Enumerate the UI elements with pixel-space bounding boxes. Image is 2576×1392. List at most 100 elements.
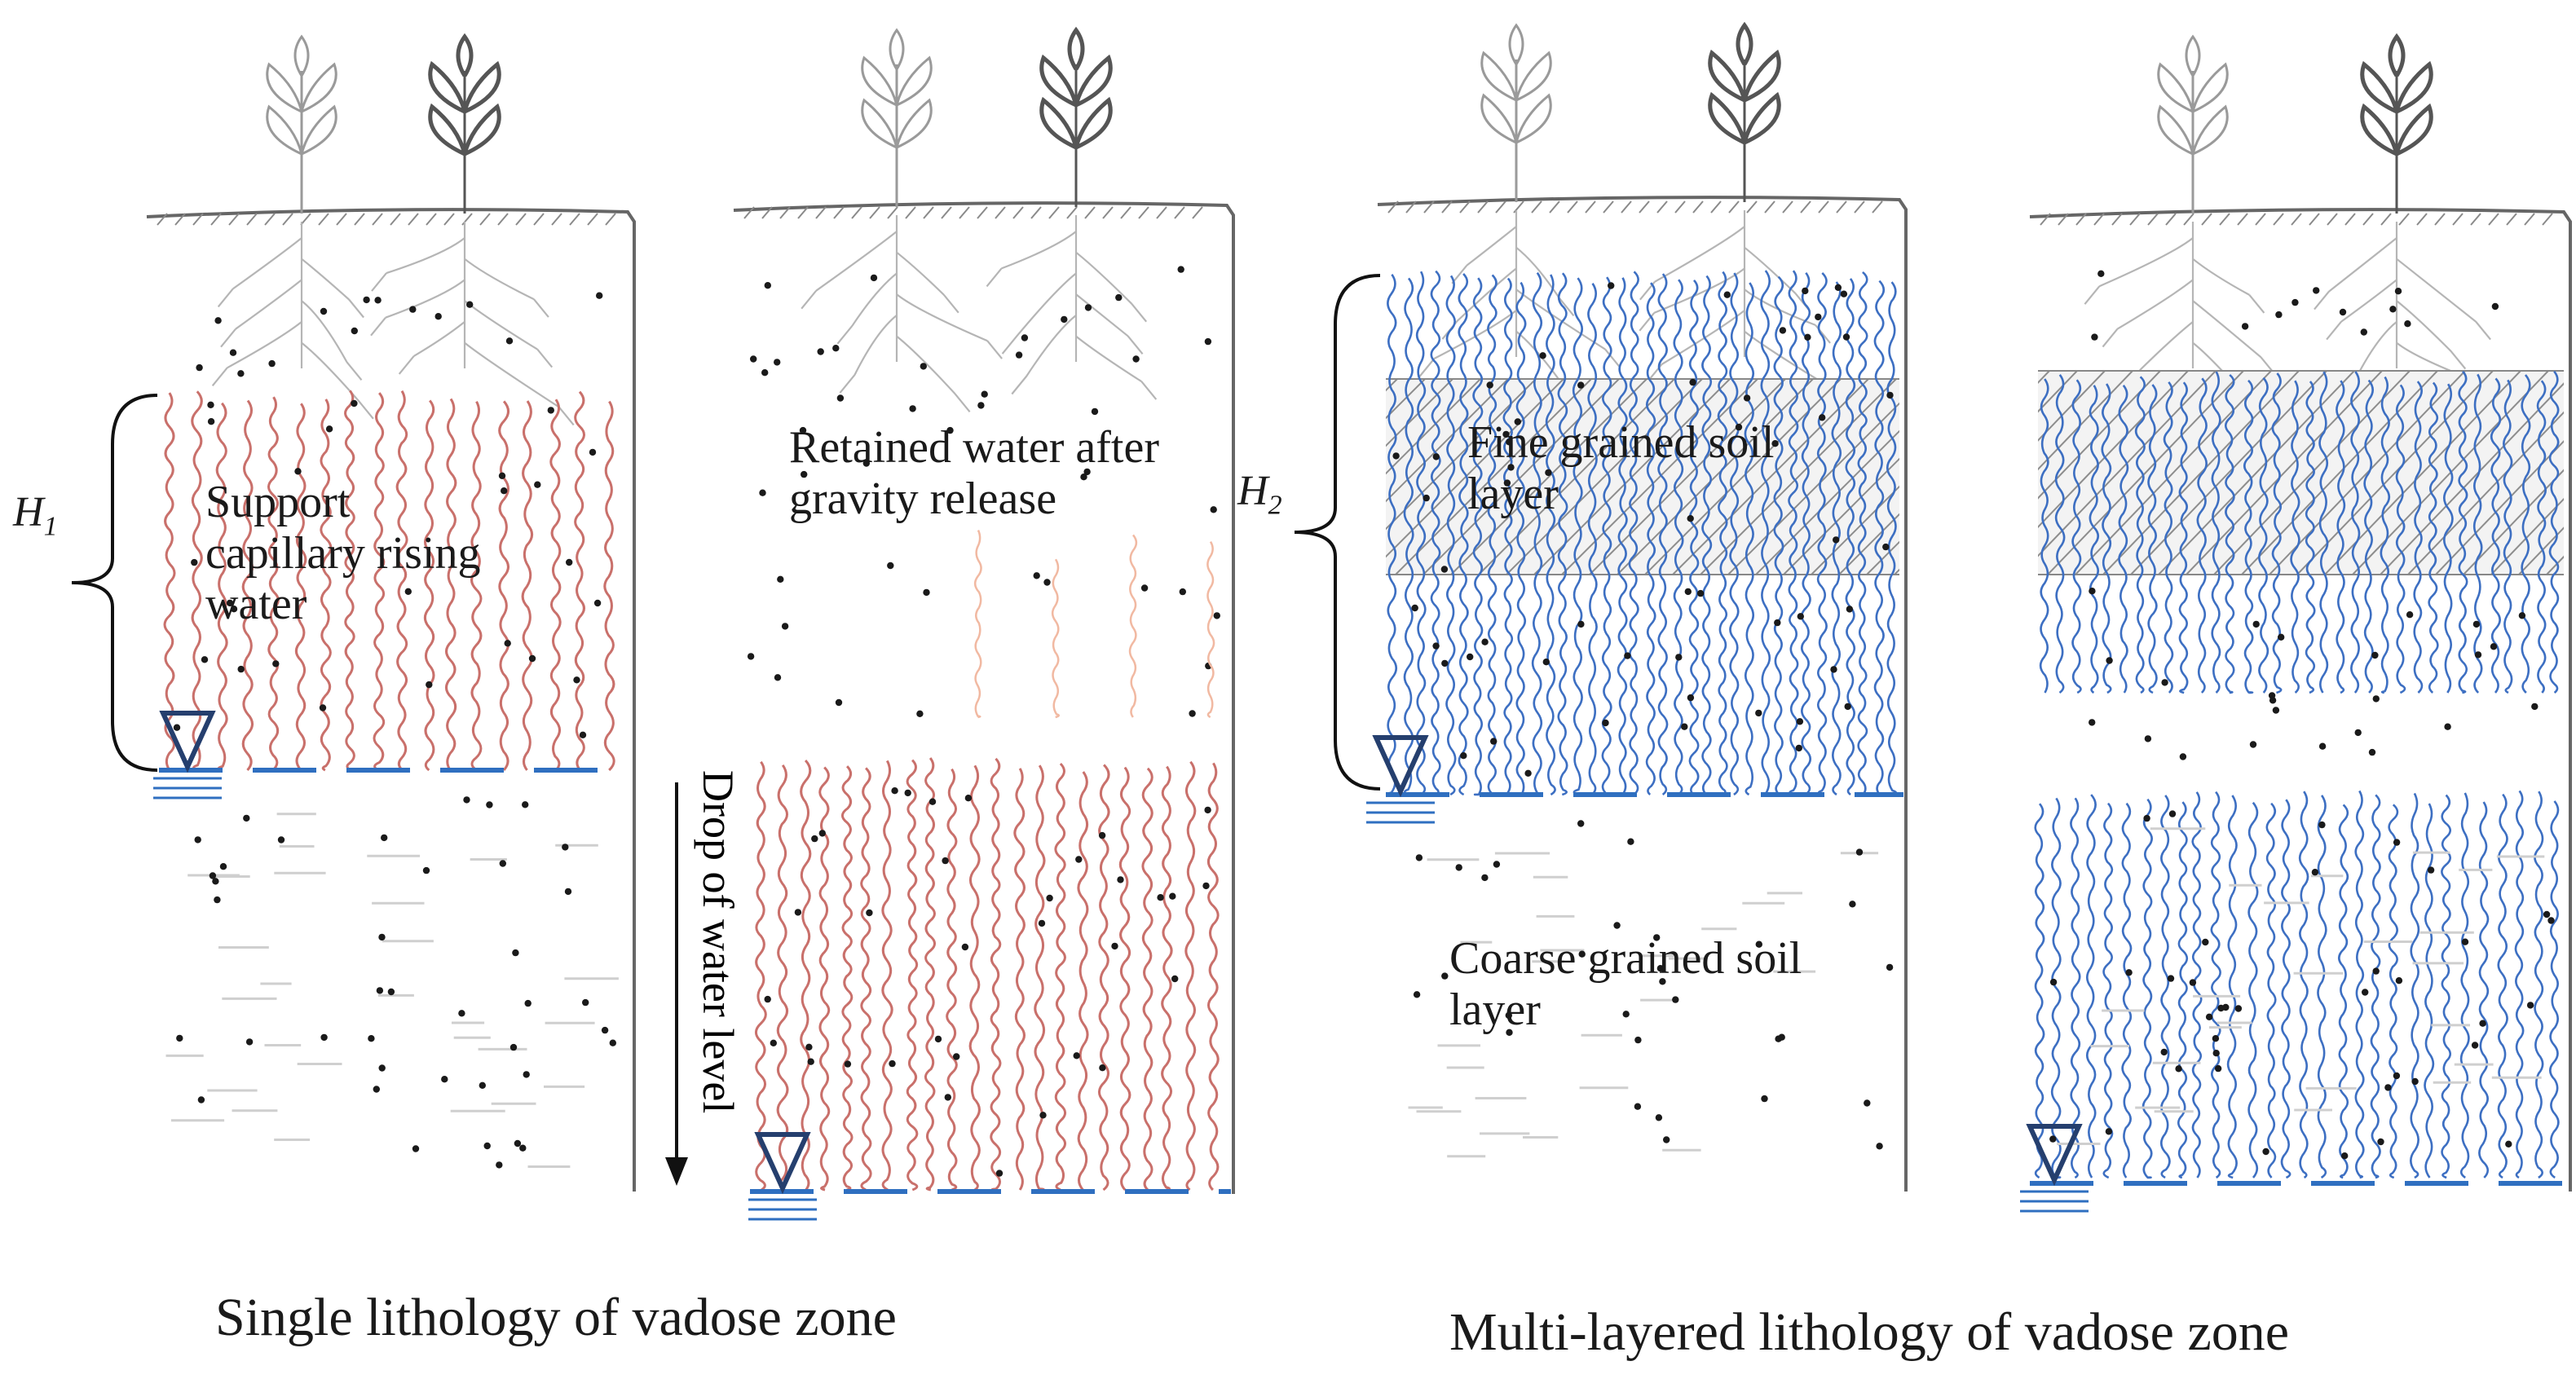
soil-particle xyxy=(1111,942,1118,950)
soil-particle xyxy=(1481,638,1489,645)
ground-hatch xyxy=(372,213,383,226)
leaf-left xyxy=(1708,49,1747,103)
capillary-line xyxy=(1557,272,1568,796)
capillary-line xyxy=(840,765,854,1192)
capillary-line xyxy=(2395,384,2406,694)
capillary-line xyxy=(2085,794,2097,1178)
soil-particle xyxy=(566,558,573,566)
leaf-right xyxy=(1074,54,1113,108)
soil-particle xyxy=(504,640,511,647)
soil-particle xyxy=(1213,612,1221,619)
capillary-line xyxy=(344,390,355,772)
capillary-line xyxy=(267,396,280,772)
water-table-triangle-icon xyxy=(1372,735,1429,798)
ground-hatch xyxy=(2219,213,2230,226)
soil-particle xyxy=(1689,378,1696,386)
soil-particle xyxy=(197,1096,205,1103)
soil-particle xyxy=(1115,293,1123,302)
ground-hatch xyxy=(1477,200,1489,214)
capillary-line xyxy=(2336,380,2346,694)
soil-particle xyxy=(1505,1011,1513,1020)
soil-particle xyxy=(229,349,237,356)
soil-particle xyxy=(2189,979,2197,986)
capillary-line xyxy=(2338,804,2349,1179)
ground-hatch xyxy=(1423,200,1435,214)
soil-particle xyxy=(1140,584,1149,592)
hatch-line xyxy=(2269,371,2466,575)
capillary-line xyxy=(2459,792,2470,1179)
soil-particle xyxy=(2543,910,2551,918)
soil-particle xyxy=(564,888,572,896)
hatch-line xyxy=(2296,371,2494,575)
capillary-line xyxy=(2142,798,2153,1179)
capillary-line xyxy=(1617,277,1628,796)
soil-particle xyxy=(1432,642,1440,650)
soil-particle xyxy=(486,801,493,808)
soil-particle xyxy=(1204,806,1211,814)
capillary-line xyxy=(2490,377,2502,694)
leaf-left xyxy=(1480,93,1518,144)
capillary-line xyxy=(1572,277,1584,796)
hatch-line xyxy=(1386,379,1453,447)
capillary-line xyxy=(1857,271,1868,795)
soil-particle xyxy=(2234,1005,2243,1012)
soil-particle xyxy=(1169,892,1176,900)
soil-particle xyxy=(325,425,333,433)
soil-particle xyxy=(2372,967,2380,975)
soil-particle xyxy=(209,872,217,879)
soil-particle xyxy=(483,1142,491,1150)
soil-particle xyxy=(1039,1112,1047,1119)
ground-hatch xyxy=(851,206,862,219)
ground-hatch xyxy=(533,213,545,226)
h2-subscript: 2 xyxy=(1268,490,1282,521)
ground-hatch xyxy=(797,206,809,219)
hatch-line xyxy=(1561,379,1758,575)
soil-particle xyxy=(923,588,930,597)
h2-label: H2 xyxy=(1237,468,1282,521)
capillary-line xyxy=(1587,283,1598,795)
soil-particle xyxy=(2411,1077,2419,1086)
capillary-line xyxy=(1873,280,1886,795)
soil-particle xyxy=(2393,839,2401,846)
hatch-line xyxy=(2038,371,2133,471)
capillary-line xyxy=(2514,790,2525,1179)
soil-particle xyxy=(2179,753,2187,760)
soil-particle xyxy=(747,653,755,660)
capillary-line xyxy=(2163,381,2174,694)
ground-hatch xyxy=(2380,213,2392,226)
leaf-left xyxy=(2360,103,2399,156)
soil-particle xyxy=(409,306,417,313)
leaf-right xyxy=(1074,96,1113,150)
soil-particle xyxy=(862,460,871,467)
ground-surface xyxy=(733,201,1235,1194)
leaf-right xyxy=(1742,49,1781,103)
capillary-line xyxy=(2147,384,2158,694)
ground-hatch xyxy=(1639,200,1650,214)
soil-particle xyxy=(1539,352,1546,359)
ground-hatch xyxy=(1513,200,1524,214)
panel-multi-layer-shallow xyxy=(1294,21,1908,1192)
capillary-line xyxy=(2196,377,2208,694)
leaf-left xyxy=(266,104,303,156)
ground-hatch xyxy=(905,206,916,219)
capillary-line xyxy=(2226,795,2238,1179)
ground-hatch xyxy=(2416,213,2428,226)
soil-particle xyxy=(807,1058,814,1065)
leaf-right xyxy=(1515,93,1552,144)
soil-particle xyxy=(422,866,430,874)
soil-particle xyxy=(1441,972,1449,980)
ground-hatch xyxy=(1692,200,1704,214)
capillary-line xyxy=(2178,381,2189,694)
capillary-line xyxy=(1515,281,1527,795)
capillary-line xyxy=(2121,802,2133,1178)
capillary-line xyxy=(2177,801,2189,1179)
soil-particle xyxy=(194,836,201,844)
soil-particle xyxy=(272,660,280,667)
soil-particle xyxy=(2461,938,2469,945)
soil-particle xyxy=(2526,1002,2534,1009)
ground-hatch xyxy=(2362,213,2374,226)
capillary-line xyxy=(470,400,483,772)
soil-particle xyxy=(1117,876,1124,883)
soil-particle xyxy=(2372,695,2380,703)
hatch-line xyxy=(2213,371,2411,575)
